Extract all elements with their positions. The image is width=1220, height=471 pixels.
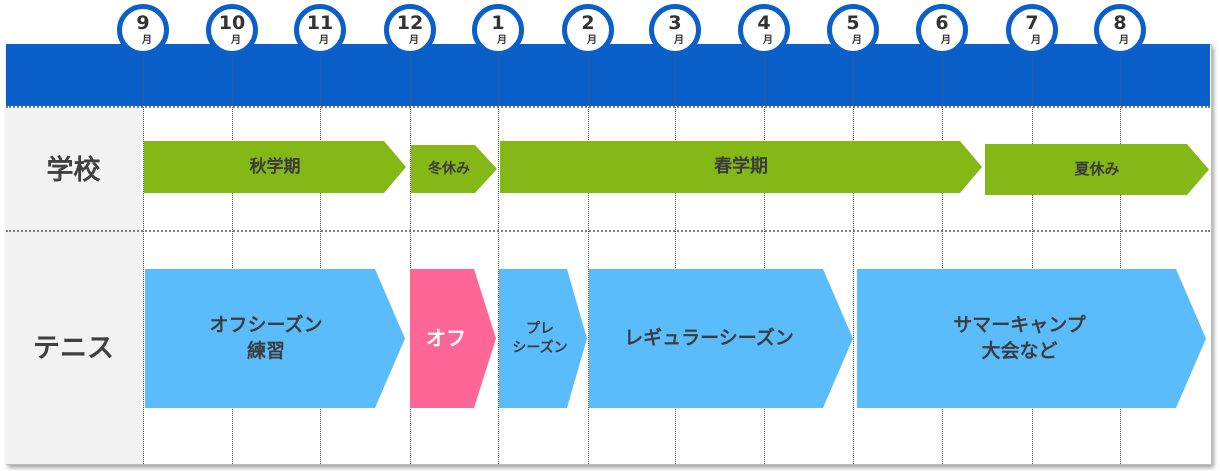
month-unit: 月 [1119,35,1129,46]
period-label-line2: 練習 [246,339,285,362]
month-unit: 月 [231,35,241,46]
period-label-line2: 大会など [981,339,1058,362]
tennis-period-pre-season: プレシーズン [499,269,587,408]
school-period-spring-term: 春学期 [500,141,982,193]
school-period-summer-break: 夏休み [985,144,1209,195]
month-unit: 月 [497,35,507,46]
period-label: 秋学期 [249,156,301,177]
month-number: 12 [396,12,424,34]
period-label: 夏休み [1074,160,1120,179]
month-gridline [143,44,144,464]
month-unit: 月 [1031,35,1041,46]
tennis-period-off-season-practice: オフシーズン練習 [145,269,405,408]
row-separator [6,230,1210,232]
month-gridline [1120,44,1121,464]
month-number: 8 [1113,12,1127,34]
month-number: 1 [491,12,505,34]
month-number: 2 [581,12,595,34]
month-number: 4 [757,12,771,34]
period-label: 春学期 [714,155,768,177]
month-unit: 月 [941,35,951,46]
month-gridline [320,44,321,464]
period-label-line1: オフシーズン [209,313,323,336]
period-label-line1: レギュラーシーズン [624,326,794,349]
month-number: 9 [136,12,150,34]
month-gridline [1032,44,1033,464]
month-gridline [853,44,854,464]
month-number: 7 [1025,12,1039,34]
month-unit: 月 [763,35,773,46]
month-unit: 月 [319,35,329,46]
month-gridline [942,44,943,464]
period-label-line2: シーズン [512,339,568,356]
month-gridline [764,44,765,464]
row-label-school: 学校 [46,155,101,186]
header-separator [6,106,1210,108]
school-period-autumn-term: 秋学期 [144,141,406,193]
month-unit: 月 [674,35,684,46]
month-number: 10 [218,12,246,34]
tennis-period-summer-camp: サマーキャンプ大会など [857,269,1206,408]
month-gridline [675,44,676,464]
month-unit: 月 [142,35,152,46]
month-gridline [232,44,233,464]
row-label-column [6,106,141,464]
tennis-period-regular-season: レギュラーシーズン [589,269,853,408]
period-label-line1: オフ [426,326,466,350]
period-label-line1: サマーキャンプ [953,313,1086,336]
month-unit: 月 [852,35,862,46]
row-label-tennis: テニス [33,333,114,364]
month-number: 3 [668,12,682,34]
month-number: 11 [306,12,334,34]
month-header-band [6,44,1210,106]
month-number: 6 [935,12,949,34]
month-unit: 月 [587,35,597,46]
month-unit: 月 [409,35,419,46]
month-gridline [588,44,589,464]
month-number: 5 [846,12,860,34]
period-label-line1: プレ [526,320,554,337]
month-gridline [410,44,411,464]
month-gridline [498,44,499,464]
period-label: 冬休み [428,160,470,177]
